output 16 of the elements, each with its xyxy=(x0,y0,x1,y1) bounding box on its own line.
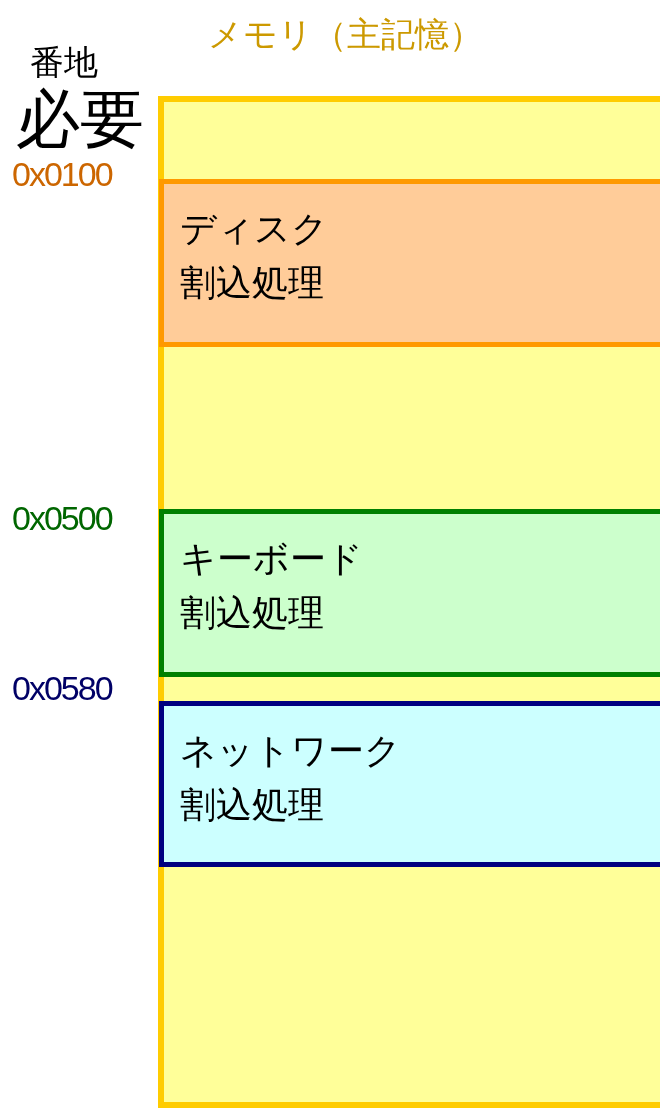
address-label: 0x0580 xyxy=(12,670,112,708)
address-label: 0x0500 xyxy=(12,500,112,538)
region-label: ネットワーク xyxy=(180,729,401,773)
region-label: 割込処理 xyxy=(180,261,325,305)
memory-region xyxy=(159,509,660,677)
memory-region xyxy=(159,179,660,347)
region-label: ディスク xyxy=(180,207,328,251)
memory-region xyxy=(159,701,660,867)
memory-block xyxy=(158,96,660,1108)
region-label: キーボード xyxy=(180,537,363,581)
address-heading: 番地 xyxy=(30,44,98,82)
memory-title: メモリ（主記憶） xyxy=(208,13,483,56)
heading-text: 必要 xyxy=(16,84,144,155)
region-label: 割込処理 xyxy=(180,783,325,827)
address-label: 0x0100 xyxy=(12,156,112,194)
region-label: 割込処理 xyxy=(180,591,325,635)
